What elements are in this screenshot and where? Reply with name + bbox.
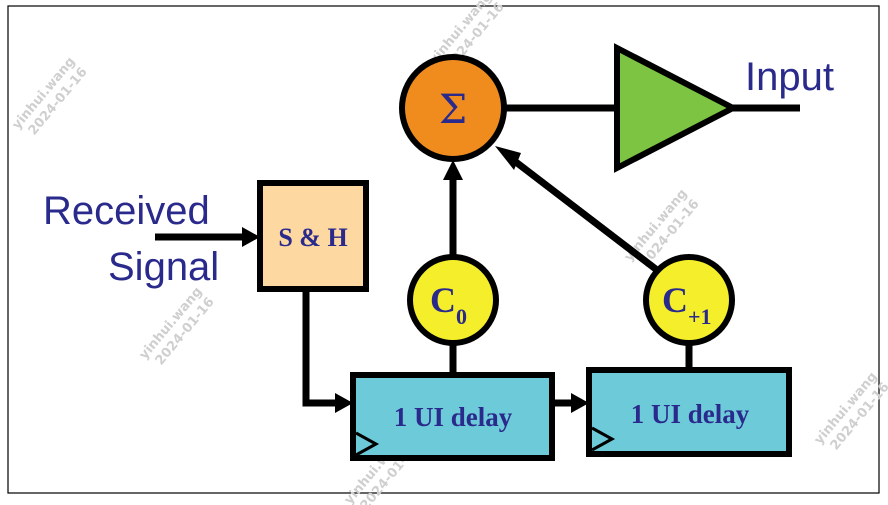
- summer-circle: [399, 54, 507, 162]
- delay1-label: 1 UI delay: [394, 402, 513, 432]
- delay1-block: 1 UI delay: [350, 372, 555, 461]
- signal-label: Signal: [108, 245, 219, 289]
- delay2-box: [586, 367, 792, 457]
- arrowhead-into-delay2: [571, 393, 589, 413]
- watermark: yinhui.wang 2024-01-16: [137, 284, 218, 368]
- coef-c1-main: C: [662, 280, 688, 320]
- delay2-label: 1 UI delay: [631, 399, 750, 429]
- coef-c0-node: C 0: [407, 254, 499, 346]
- wire-c1-to-sum: [505, 153, 660, 273]
- delay2-clock-icon: [591, 426, 616, 452]
- coef-c1-circle: [643, 254, 735, 346]
- arrowhead-into-sh: [242, 227, 260, 247]
- sample-hold-block: S & H: [257, 180, 369, 292]
- delay1-clock-icon: [355, 431, 380, 457]
- coef-c0-sub: 0: [456, 304, 467, 329]
- watermark: yinhui.wang 2024-01-16: [10, 54, 91, 138]
- summer-symbol: Σ: [439, 87, 467, 133]
- amplifier-triangle: [614, 43, 740, 173]
- arrowhead-into-delay1: [335, 393, 353, 413]
- coef-c0-main: C: [430, 280, 456, 320]
- coef-c1-node: C +1: [643, 254, 735, 346]
- sample-hold-label: S & H: [278, 223, 347, 252]
- arrowhead-c1-into-sum: [495, 146, 521, 170]
- coef-c1-sub: +1: [688, 304, 712, 329]
- wire-sh-to-delay1: [302, 290, 337, 407]
- watermark: yinhui.wang 2024-01-16: [812, 369, 888, 453]
- arrowhead-c0-into-sum: [443, 160, 463, 180]
- arrowheads: [242, 146, 589, 413]
- sample-hold-box: [257, 180, 369, 292]
- coef-c0-circle: [407, 254, 499, 346]
- amplifier-block: [614, 43, 740, 173]
- wires: [155, 104, 800, 407]
- diagram-frame: [7, 5, 880, 494]
- summer-node: Σ: [399, 54, 507, 162]
- delay2-block: 1 UI delay: [586, 367, 792, 457]
- received-label: Received: [43, 189, 210, 233]
- input-label: Input: [745, 55, 834, 99]
- delay1-box: [350, 372, 555, 461]
